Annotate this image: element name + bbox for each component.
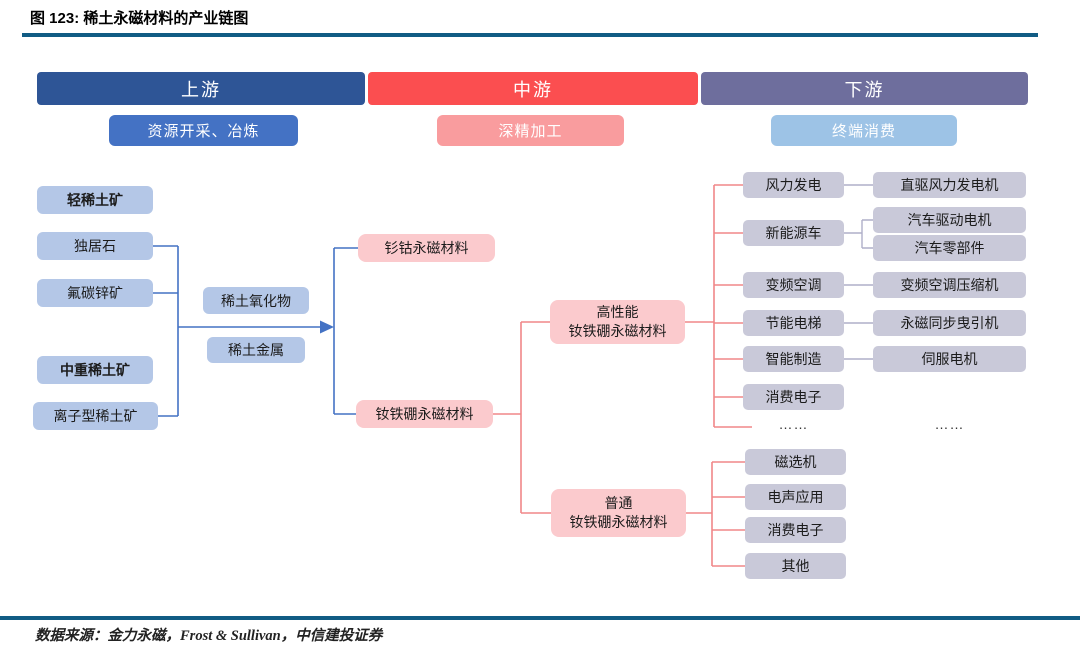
node-product-ev-drive-motor: 汽车驱动电机 (873, 207, 1026, 233)
node-rare-earth-oxide: 稀土氧化物 (203, 287, 309, 314)
node-product-ac-compressor: 变频空调压缩机 (873, 272, 1026, 298)
stage-sub-downstream: 终端消费 (771, 115, 957, 146)
node-light-rare-ore: 轻稀土矿 (37, 186, 153, 214)
node-app-wind-power: 风力发电 (743, 172, 844, 198)
node-monazite: 独居石 (37, 232, 153, 260)
node-bastnaesite: 氟碳锌矿 (37, 279, 153, 307)
stage-bar-downstream: 下游 (701, 72, 1028, 105)
arrow-head-icon (320, 320, 334, 334)
node-product-pm-traction-machine: 永磁同步曳引机 (873, 310, 1026, 336)
node-app-elevator: 节能电梯 (743, 310, 844, 336)
node-app-smart-manufacturing: 智能制造 (743, 346, 844, 372)
node-ndfeb-magnet: 钕铁硼永磁材料 (356, 400, 493, 428)
source-note: 数据来源：金力永磁，Frost & Sullivan，中信建投证券 (35, 628, 383, 644)
node-heavy-rare-ore: 中重稀土矿 (37, 356, 153, 384)
ellipsis-products: …… (934, 416, 965, 432)
node-high-performance-ndfeb: 高性能 钕铁硼永磁材料 (550, 300, 685, 344)
node-app-consumer-electronics: 消费电子 (743, 384, 844, 410)
node-smco-magnet: 钐钴永磁材料 (358, 234, 495, 262)
node-app-inverter-ac: 变频空调 (743, 272, 844, 298)
node-product-servo-motor: 伺服电机 (873, 346, 1026, 372)
stage-sub-upstream: 资源开采、冶炼 (109, 115, 298, 146)
node-ionic-rare-ore: 离子型稀土矿 (33, 402, 158, 430)
node-ordinary-ndfeb: 普通 钕铁硼永磁材料 (551, 489, 686, 537)
node-line: 普通 (604, 495, 633, 511)
node-line: 高性能 (596, 304, 639, 320)
node-app-consumer-electronics-ordinary: 消费电子 (745, 517, 846, 543)
ellipsis-apps: …… (778, 416, 809, 432)
node-rare-earth-metal: 稀土金属 (207, 337, 305, 363)
node-app-nev: 新能源车 (743, 220, 844, 246)
stage-bar-midstream: 中游 (368, 72, 698, 105)
title-divider (22, 33, 1038, 37)
footer-divider (0, 616, 1080, 620)
node-app-acoustics: 电声应用 (745, 484, 846, 510)
node-line: 钕铁硼永磁材料 (568, 323, 667, 339)
downstream-connectors (843, 184, 873, 360)
stage-sub-midstream: 深精加工 (437, 115, 624, 146)
node-product-auto-parts: 汽车零部件 (873, 235, 1026, 261)
stage-bar-upstream: 上游 (37, 72, 365, 105)
node-product-direct-drive-wind-generator: 直驱风力发电机 (873, 172, 1026, 198)
upstream-connectors (152, 245, 358, 417)
node-app-magnetic-separator: 磁选机 (745, 449, 846, 475)
figure-title: 图 123: 稀土永磁材料的产业链图 (30, 10, 249, 27)
node-line: 钕铁硼永磁材料 (569, 514, 668, 530)
node-app-other: 其他 (745, 553, 846, 579)
